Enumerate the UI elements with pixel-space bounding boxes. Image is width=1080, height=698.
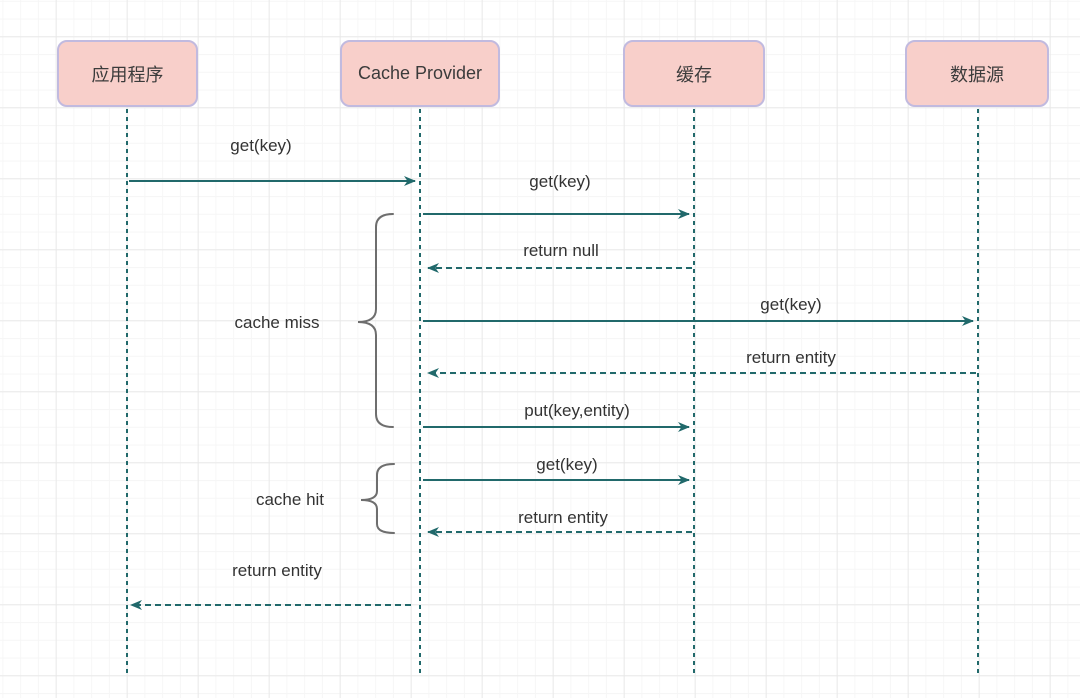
participant-application[interactable]: 应用程序 (57, 40, 198, 107)
message-label-get-key-2[interactable]: get(key) (529, 172, 591, 191)
message-label-return-entity-1[interactable]: return entity (746, 348, 836, 367)
message-label-return-null[interactable]: return null (523, 241, 599, 260)
message-label-get-key-3[interactable]: get(key) (760, 295, 822, 314)
brace-cache-miss[interactable] (357, 213, 394, 428)
participant-data-source[interactable]: 数据源 (905, 40, 1049, 107)
message-label-get-key-1[interactable]: get(key) (230, 136, 292, 155)
message-label-put-key-entity[interactable]: put(key,entity) (524, 401, 630, 420)
message-label-return-entity-2[interactable]: return entity (518, 508, 608, 527)
message-label-return-entity-3[interactable]: return entity (232, 561, 322, 580)
participant-cache-provider[interactable]: Cache Provider (340, 40, 500, 107)
participant-cache[interactable]: 缓存 (623, 40, 765, 107)
annotation-cache-hit[interactable]: cache hit (255, 490, 325, 509)
message-label-get-key-4[interactable]: get(key) (536, 455, 598, 474)
annotation-cache-miss[interactable]: cache miss (234, 313, 320, 332)
brace-cache-hit[interactable] (360, 463, 395, 534)
